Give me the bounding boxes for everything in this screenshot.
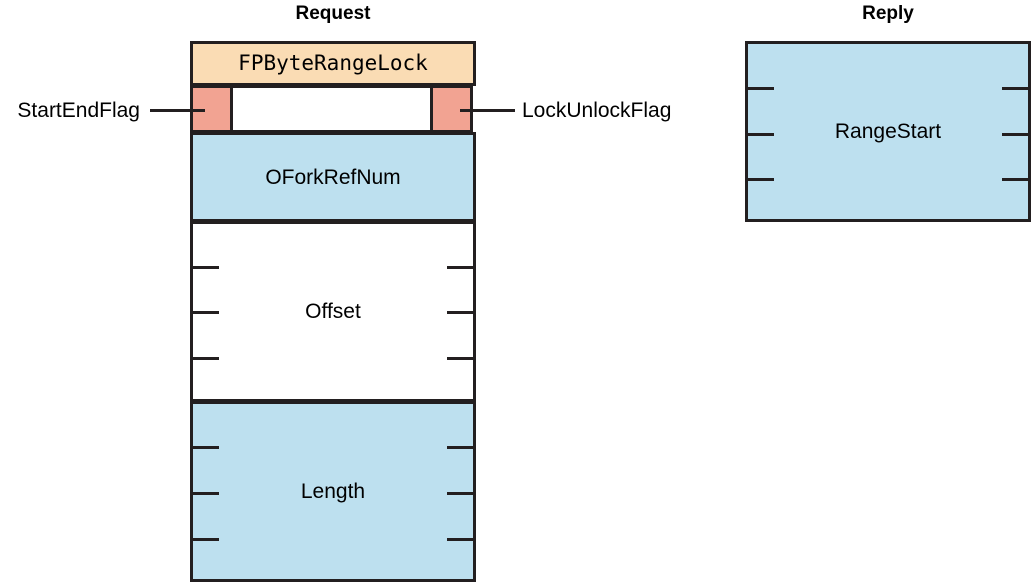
length-tick-right-1 (447, 446, 473, 449)
range-start-tick-right-3 (1002, 178, 1028, 181)
request-column-title: Request (295, 3, 371, 24)
length-tick-right-2 (447, 492, 473, 495)
range-start-tick-left-3 (748, 178, 774, 181)
request-flag-row (190, 85, 476, 133)
length-tick-left-2 (193, 492, 219, 495)
request-field-command-label: FPByteRangeLock (238, 51, 428, 75)
request-field-offset-label: Offset (305, 300, 361, 323)
request-field-length-label: Length (300, 480, 366, 503)
callout-label-lock-unlock-flag: LockUnlockFlag (522, 99, 672, 122)
reply-field-range-start: RangeStart (745, 41, 1031, 222)
length-tick-left-3 (193, 538, 219, 541)
range-start-tick-right-1 (1002, 87, 1028, 90)
offset-tick-right-2 (447, 311, 473, 314)
offset-tick-left-1 (193, 266, 219, 269)
request-field-length: Length (190, 401, 476, 582)
callout-label-start-end-flag: StartEndFlag (17, 99, 140, 122)
length-tick-right-3 (447, 538, 473, 541)
offset-tick-right-3 (447, 357, 473, 360)
range-start-tick-left-1 (748, 87, 774, 90)
offset-tick-left-2 (193, 311, 219, 314)
range-start-tick-right-2 (1002, 133, 1028, 136)
callout-leader-lock-unlock-flag (460, 109, 515, 112)
request-field-ofork-ref-num: OForkRefNum (190, 132, 476, 222)
request-field-ofork-ref-num-label: OForkRefNum (265, 165, 401, 189)
offset-tick-left-3 (193, 357, 219, 360)
range-start-tick-left-2 (748, 133, 774, 136)
reply-field-range-start-label: RangeStart (834, 120, 942, 143)
offset-tick-right-1 (447, 266, 473, 269)
request-field-command: FPByteRangeLock (190, 41, 476, 86)
request-field-pad (230, 85, 433, 133)
callout-leader-start-end-flag (150, 109, 205, 112)
reply-column-title: Reply (862, 3, 914, 24)
length-tick-left-1 (193, 446, 219, 449)
request-field-offset: Offset (190, 221, 476, 402)
